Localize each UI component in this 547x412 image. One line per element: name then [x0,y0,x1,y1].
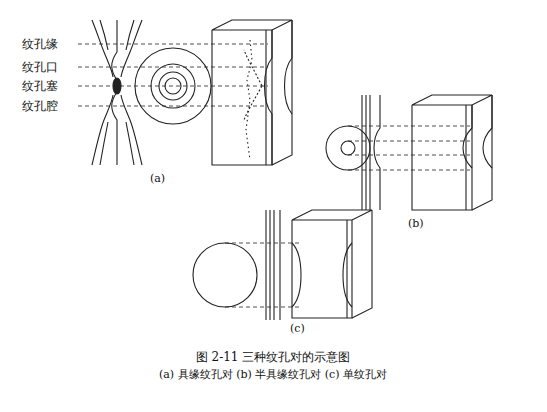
figure-caption: 图 2-11 三种纹孔对的示意图 [196,350,351,364]
panel-letter: (a) [150,172,165,185]
bordered-pit-section [92,20,142,165]
part-label: 纹孔缘 [22,37,58,51]
caption-key: (a) 具缘纹孔对 (b) 半具缘纹孔对 (c) 单纹孔对 [159,368,387,381]
bordered-pit-block [212,20,292,165]
part-label: 纹孔塞 [22,79,58,93]
simple-pit [193,210,372,320]
half-bordered-pit [326,95,492,210]
panel-letter: (c) [290,322,305,335]
part-label: 纹孔腔 [22,99,58,113]
panel-letter: (b) [408,217,424,230]
part-label: 纹孔口 [22,60,58,74]
leader-lines [78,44,268,106]
